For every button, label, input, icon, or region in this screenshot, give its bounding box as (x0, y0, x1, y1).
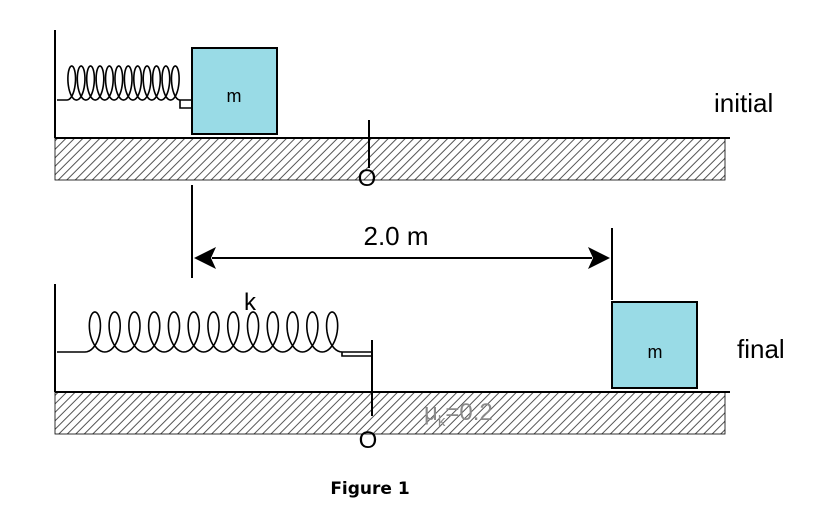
final-scene: k O μk=0.2 m final (54, 284, 785, 454)
friction-subscript: k (438, 413, 446, 430)
distance-indicator: 2.0 m (191, 185, 613, 300)
final-block-label: m (648, 342, 663, 362)
friction-coefficient-label: μk=0.2 (424, 399, 493, 430)
spring-constant-label: k (244, 289, 257, 316)
final-state-label: final (737, 334, 785, 364)
initial-block (191, 47, 278, 135)
compressed-spring-icon (57, 65, 192, 109)
friction-value: =0.2 (445, 399, 492, 426)
arrow-left-head-icon (194, 247, 216, 269)
final-origin-label: O (359, 427, 378, 454)
initial-origin-label: O (358, 165, 377, 192)
initial-ground (54, 137, 726, 181)
relaxed-spring-icon (57, 311, 372, 357)
friction-mu-symbol: μ (424, 399, 438, 426)
distance-label: 2.0 m (363, 221, 428, 251)
final-ground (54, 391, 726, 435)
arrow-right-head-icon (588, 247, 610, 269)
initial-scene: m O initial (54, 30, 773, 192)
figure-caption: Figure 1 (330, 479, 409, 499)
initial-state-label: initial (714, 88, 773, 118)
final-block (611, 301, 698, 389)
initial-block-label: m (227, 86, 242, 106)
